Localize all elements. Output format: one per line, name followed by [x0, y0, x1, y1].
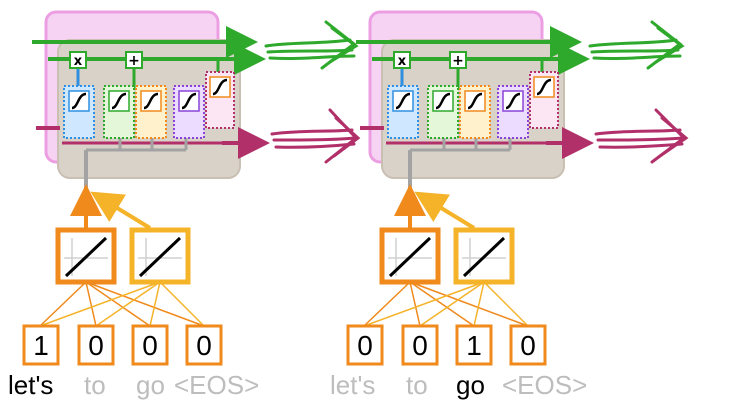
input-bit-box: 0 [401, 324, 439, 366]
output-gate [497, 85, 529, 139]
embedding-weights [39, 281, 205, 327]
input-bit: 0 [142, 330, 158, 361]
plus-icon: + [125, 51, 143, 69]
input-word: <EOS> [174, 370, 259, 400]
multiply-icon: x [393, 51, 411, 69]
short-term-output-arrow [594, 108, 689, 164]
input-bit-box: 0 [131, 324, 169, 366]
output-gate [173, 85, 205, 139]
forget-gate [387, 85, 419, 139]
input-bit-box: 1 [22, 324, 60, 366]
input-bit: 0 [357, 330, 373, 361]
input-bit-box: 1 [455, 324, 493, 366]
input-gate-tanh [135, 85, 167, 139]
input-word: go [456, 370, 485, 400]
linear-activation-icon [129, 227, 191, 285]
input-word: <EOS> [502, 370, 587, 400]
input-bit: 0 [520, 330, 536, 361]
long-term-output-arrow [264, 20, 359, 70]
embedding-arrow [414, 191, 476, 230]
input-gate-tanh [459, 85, 491, 139]
linear-activation-icon [55, 227, 117, 285]
output-tanh [205, 71, 235, 129]
forget-gate [63, 85, 95, 139]
input-gate-sigmoid [427, 85, 459, 139]
linear-activation-icon [379, 227, 441, 285]
input-bit: 0 [412, 330, 428, 361]
input-word: let's [8, 370, 53, 400]
plus-icon: + [449, 51, 467, 69]
multiply-label: x [74, 54, 83, 69]
short-term-output-arrow [270, 108, 361, 164]
input-bit: 0 [88, 330, 104, 361]
input-word: to [84, 370, 106, 400]
input-bit: 1 [33, 330, 49, 361]
input-gate-sigmoid [103, 85, 135, 139]
input-bit-box: 0 [509, 324, 547, 366]
input-bit-box: 0 [346, 324, 384, 366]
lstm-unit-2: x + [330, 10, 689, 400]
linear-activation-icon [453, 227, 515, 285]
input-bit-box: 0 [185, 324, 223, 366]
long-term-output-arrow [588, 20, 685, 70]
embedding-weights [363, 281, 529, 327]
input-word: to [406, 370, 428, 400]
input-word: let's [330, 370, 375, 400]
input-bit: 0 [196, 330, 212, 361]
plus-label: + [452, 53, 464, 69]
plus-label: + [128, 53, 140, 69]
input-bit: 1 [466, 330, 482, 361]
multiply-icon: x [69, 51, 87, 69]
lstm-unit-1: x + [8, 10, 361, 400]
input-bit-box: 0 [77, 324, 115, 366]
multiply-label: x [398, 54, 407, 69]
input-word: go [136, 370, 165, 400]
output-tanh [529, 71, 559, 129]
embedding-arrow [90, 191, 152, 230]
